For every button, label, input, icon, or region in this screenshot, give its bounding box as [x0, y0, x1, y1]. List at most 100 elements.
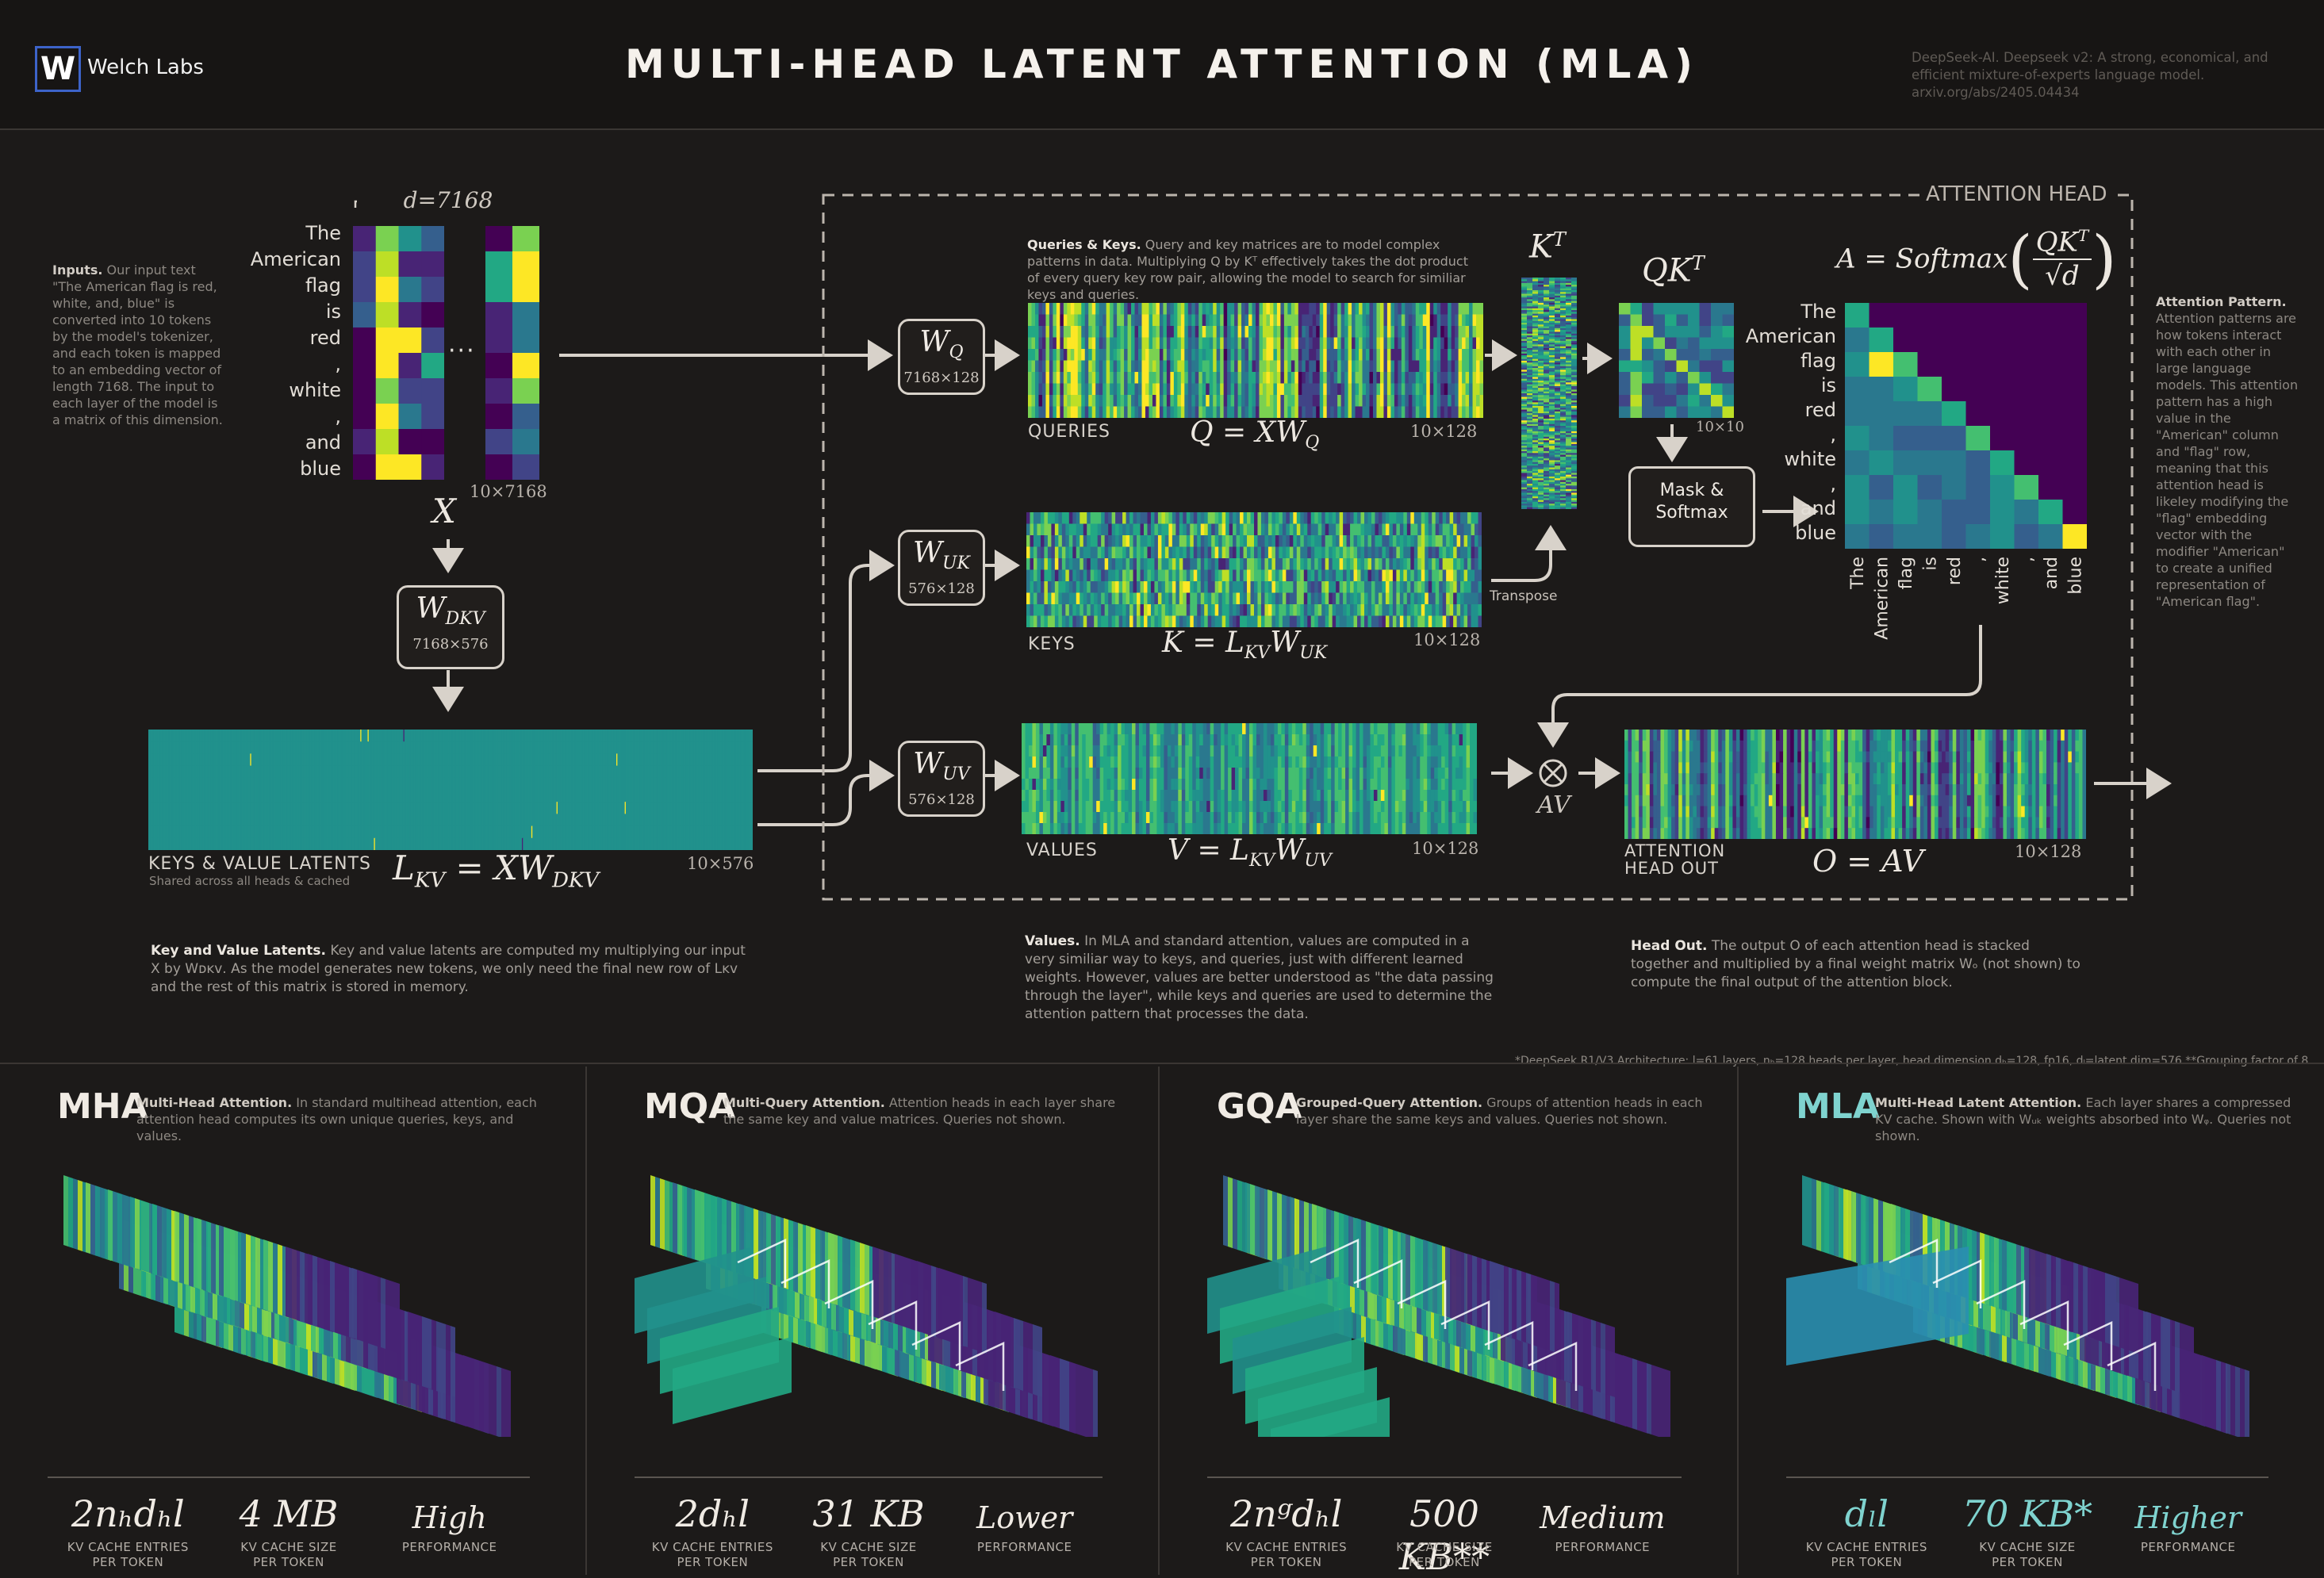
- x-symbol: X: [432, 492, 456, 530]
- panel-description: Multi-Query Attention. Attention heads i…: [723, 1094, 1128, 1128]
- attention-pattern-note: Attention Pattern. Attention patterns ar…: [2156, 293, 2299, 610]
- metric-value: 2dₕl: [635, 1492, 791, 1535]
- metric-value: 4 MB: [209, 1492, 370, 1535]
- panel-title: GQA: [1217, 1086, 1302, 1127]
- head-out-matrix: [1624, 730, 2086, 839]
- kt-label: KT: [1529, 228, 1566, 265]
- panel-description: Multi-Head Attention. In standard multih…: [136, 1094, 555, 1144]
- kt-matrix: [1521, 278, 1577, 509]
- wq-box: WQ 7168×128: [898, 319, 985, 395]
- pattern-row-token: ,: [1701, 472, 1836, 496]
- latent-equation: LKV = XWDKV: [393, 848, 599, 892]
- pattern-col-token: The: [1848, 557, 1868, 590]
- pattern-col-token: flag: [1896, 557, 1916, 589]
- latent-sublabel: Shared across all heads & cached: [149, 874, 350, 888]
- input-token: and: [198, 430, 341, 456]
- metrics-divider: [635, 1477, 1103, 1478]
- panel-illustration: [0, 1151, 585, 1437]
- pattern-row-token: The: [1701, 300, 1836, 324]
- pattern-col-token: white: [1993, 557, 2013, 604]
- values-equation: V = LKVWUV: [1168, 834, 1332, 871]
- input-token: white: [198, 377, 341, 404]
- values-label: VALUES: [1026, 841, 1098, 860]
- panel-title: MHA: [57, 1086, 148, 1127]
- metric-label: PERFORMANCE: [946, 1540, 1103, 1555]
- metric-value: Higher: [2107, 1500, 2268, 1535]
- metric-value: 2nᵍdₕl: [1207, 1492, 1365, 1535]
- pattern-col-token: red: [1945, 557, 1965, 585]
- panel-illustration: [1739, 1151, 2324, 1437]
- metric-value: Lower: [946, 1500, 1103, 1535]
- queries-matrix: [1028, 303, 1483, 418]
- out-equation: O = AV: [1812, 844, 1923, 879]
- input-token: flag: [198, 273, 341, 299]
- head-out-label: ATTENTION HEAD OUT: [1624, 842, 1725, 877]
- metric-value: 2nₕdₕl: [48, 1492, 209, 1535]
- pattern-col-token: ,: [1969, 557, 1989, 562]
- av-label: AV: [1537, 791, 1570, 819]
- pattern-row-token: red: [1701, 398, 1836, 423]
- pattern-col-token: blue: [2066, 557, 2086, 595]
- pattern-row-token: white: [1701, 447, 1836, 472]
- panel-illustration: [1160, 1151, 1737, 1437]
- metrics-divider: [48, 1477, 530, 1478]
- values-shape: 10×128: [1412, 839, 1478, 858]
- latent-label: KEYS & VALUE LATENTS: [148, 854, 371, 874]
- queries-equation: Q = XWQ: [1190, 416, 1319, 453]
- wdkv-box: WDKV 7168×576: [397, 585, 504, 669]
- attention-pattern-matrix: [1845, 303, 2087, 549]
- pattern-row-token: is: [1701, 373, 1836, 398]
- softmax-formula: A = Softmax( QKT √d ): [1836, 222, 2116, 296]
- wuk-box: WUK 576×128: [898, 530, 985, 606]
- input-token: blue: [198, 456, 341, 482]
- wuv-box: WUV 576×128: [898, 741, 985, 817]
- pattern-row-token: and: [1701, 496, 1836, 521]
- out-shape: 10×128: [2015, 842, 2081, 861]
- pattern-col-token: American: [1873, 557, 1893, 640]
- values-note: Values. In MLA and standard attention, v…: [1025, 933, 1501, 1024]
- input-token: is: [198, 299, 341, 325]
- panel-description: Multi-Head Latent Attention. Each layer …: [1875, 1094, 2294, 1144]
- panel-title: MQA: [644, 1086, 735, 1127]
- metric-label: PERFORMANCE: [1524, 1540, 1682, 1555]
- input-shape: 10×7168: [470, 482, 547, 501]
- arrow-keys-transpose: [1491, 531, 1551, 580]
- metric-value: 70 KB*: [1947, 1492, 2108, 1535]
- values-matrix: [1022, 723, 1477, 834]
- latent-shape: 10×576: [687, 854, 754, 873]
- pattern-row-token: flag: [1701, 349, 1836, 373]
- kv-latent-matrix: [148, 730, 753, 850]
- input-token: American: [198, 247, 341, 273]
- qkt-label: QKT: [1642, 252, 1705, 289]
- keys-label: KEYS: [1028, 634, 1076, 654]
- ellipsis: ···: [448, 337, 476, 365]
- input-token: ,: [198, 351, 341, 377]
- inputs-note: Inputs. Our input text "The American fla…: [52, 262, 223, 428]
- keys-matrix: [1026, 512, 1482, 627]
- pattern-row-token: ,: [1701, 423, 1836, 447]
- panel-description: Grouped-Query Attention. Groups of atten…: [1296, 1094, 1707, 1128]
- panel-illustration: [587, 1151, 1158, 1437]
- latent-note: Key and Value Latents. Key and value lat…: [151, 942, 754, 997]
- pattern-row-token: American: [1701, 324, 1836, 349]
- metrics-divider: [1207, 1477, 1682, 1478]
- metric-value: dₗl: [1786, 1492, 1947, 1535]
- metric-label: PERFORMANCE: [369, 1540, 530, 1555]
- input-token: red: [198, 325, 341, 351]
- input-token: ,: [198, 404, 341, 430]
- input-matrix-left: [353, 226, 444, 480]
- input-token: The: [198, 220, 341, 247]
